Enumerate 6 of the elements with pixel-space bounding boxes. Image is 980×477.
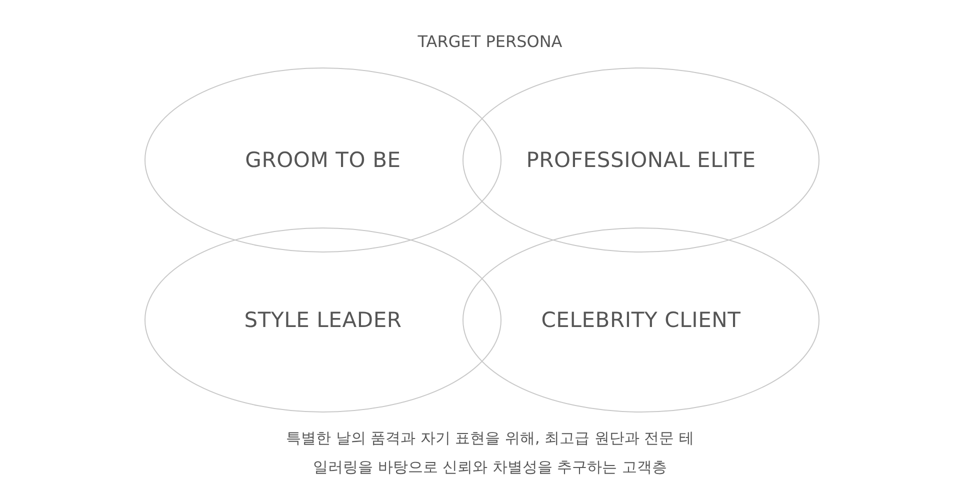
persona-label: PROFESSIONAL ELITE — [526, 148, 756, 172]
persona-label: CELEBRITY CLIENT — [541, 308, 741, 332]
caption-text: 특별한 날의 품격과 자기 표현을 위해, 최고급 원단과 전문 테일러링을 바탕으로 신뢰와 차별성을 추구하는 고객층 — [285, 428, 695, 477]
persona-label: STYLE LEADER — [244, 308, 402, 332]
title-text: TARGET PERSONA — [418, 32, 562, 51]
persona-label: GROOM TO BE — [245, 148, 401, 172]
